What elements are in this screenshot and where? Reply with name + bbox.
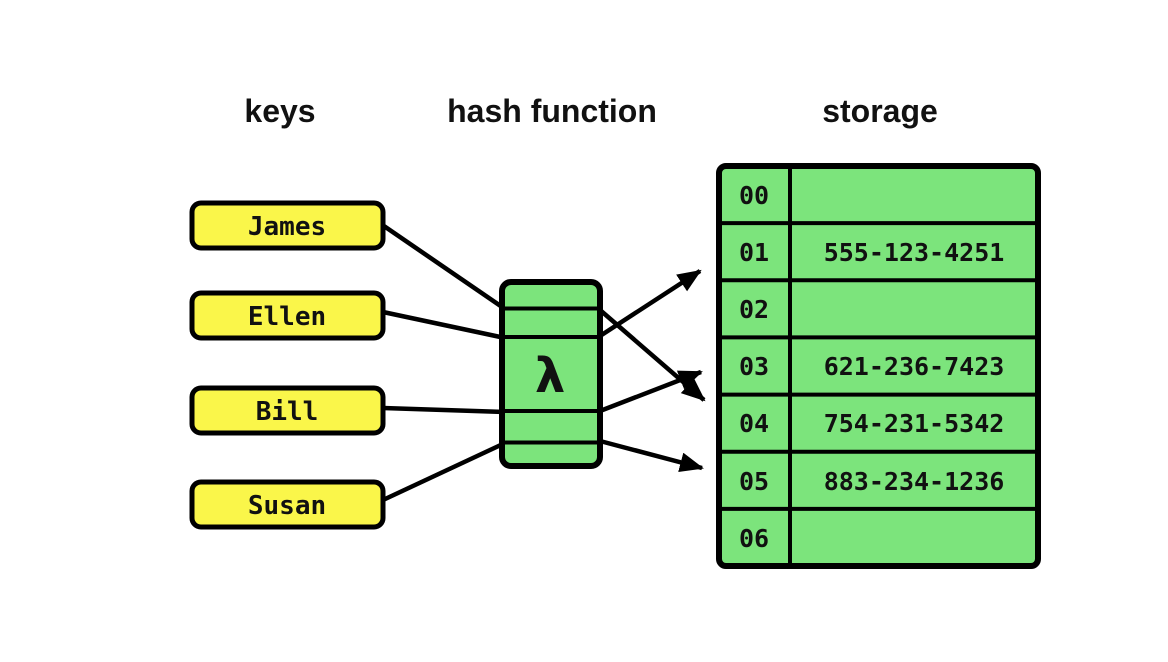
- hash-function-header: hash function: [447, 93, 657, 129]
- slot-index: 00: [739, 181, 769, 210]
- arrow-ellen-to-slot-01: [598, 269, 702, 338]
- storage-table: 00 01 555-123-4251 02 03 621-236-7423 04…: [716, 163, 1041, 569]
- storage-row-06: 06: [739, 524, 769, 553]
- hash-function-box: λ: [499, 279, 603, 469]
- key-box-susan: Susan: [189, 479, 386, 530]
- key-box-ellen: Ellen: [189, 290, 386, 341]
- storage-row-04: 04 754-231-5342: [739, 409, 1004, 438]
- key-box-james: James: [189, 200, 386, 251]
- slot-index: 03: [739, 352, 769, 381]
- storage-row-03: 03 621-236-7423: [739, 352, 1004, 381]
- storage-row-05: 05 883-234-1236: [739, 467, 1004, 496]
- storage-row-01: 01 555-123-4251: [739, 238, 1004, 267]
- slot-index: 04: [739, 409, 769, 438]
- key-box-bill-rect: [189, 385, 386, 436]
- slot-index: 02: [739, 295, 769, 324]
- slot-index: 05: [739, 467, 769, 496]
- arrow-bill-to-slot-03: [599, 369, 703, 414]
- key-label-ellen: Ellen: [248, 302, 326, 332]
- storage-row-02: 02: [739, 295, 769, 324]
- wire-susan-to-hash: [382, 440, 506, 503]
- hash-function-rect: [499, 279, 603, 469]
- slot-value: 883-234-1236: [824, 467, 1005, 496]
- slot-value: 555-123-4251: [824, 238, 1005, 267]
- storage-table-rect: [716, 163, 1041, 569]
- slot-index: 01: [739, 238, 769, 267]
- wire-bill-to-hash: [382, 405, 506, 415]
- storage-header: storage: [822, 93, 938, 129]
- key-box-ellen-rect: [189, 290, 386, 341]
- slot-value: 621-236-7423: [824, 352, 1005, 381]
- storage-row-00: 00: [739, 181, 769, 210]
- key-label-james: James: [248, 212, 326, 242]
- key-box-bill: Bill: [189, 385, 386, 436]
- wire-james-to-hash: [379, 222, 507, 311]
- key-label-susan: Susan: [248, 491, 326, 521]
- key-label-bill: Bill: [256, 397, 319, 427]
- slot-value: 754-231-5342: [824, 409, 1005, 438]
- key-box-james-rect: [189, 200, 386, 251]
- arrow-susan-to-slot-05: [599, 438, 704, 473]
- keys-header: keys: [244, 93, 315, 129]
- lambda-symbol: λ: [535, 348, 565, 404]
- wire-ellen-to-hash: [382, 309, 506, 341]
- key-box-susan-rect: [189, 479, 386, 530]
- slot-index: 06: [739, 524, 769, 553]
